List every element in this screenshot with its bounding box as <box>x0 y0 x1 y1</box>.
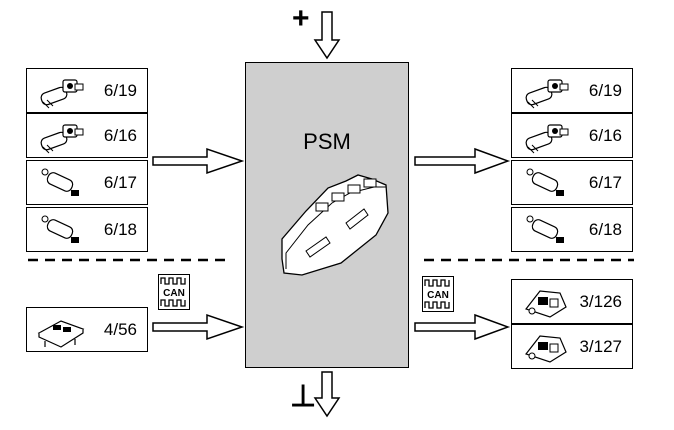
component-label: 6/16 <box>103 125 137 145</box>
right-can-component-box: 3/126 <box>511 279 633 324</box>
psm-module-icon <box>281 174 389 276</box>
can-bus-icon: CAN <box>422 276 454 312</box>
right-component-box: 6/17 <box>511 160 633 205</box>
motor-with-gearbox-icon <box>520 72 572 112</box>
left-can-arrow <box>152 313 245 341</box>
right-component-box: 6/19 <box>511 68 633 113</box>
power-symbol: + <box>292 2 310 35</box>
left-component-box: 6/16 <box>26 113 148 158</box>
small-motor-icon <box>520 211 572 251</box>
component-label: 6/16 <box>588 125 622 145</box>
right-component-box: 6/16 <box>511 113 633 158</box>
small-motor-icon <box>35 164 87 204</box>
right-component-box: 6/18 <box>511 207 633 252</box>
motor-with-gearbox-icon <box>35 117 87 157</box>
component-label: 6/17 <box>103 172 137 192</box>
ground-arrow <box>313 371 341 418</box>
control-unit-icon <box>35 311 87 351</box>
seat-switch-icon <box>520 283 572 323</box>
seat-switch-icon <box>520 328 572 368</box>
component-label: 6/17 <box>588 172 622 192</box>
left-input-arrow <box>152 147 245 175</box>
can-label: CAN <box>427 290 449 301</box>
left-can-component-box: 4/56 <box>26 307 148 352</box>
left-component-box: 6/18 <box>26 207 148 252</box>
component-label: 6/18 <box>103 219 137 239</box>
left-component-box: 6/19 <box>26 68 148 113</box>
right-output-arrow <box>414 147 511 175</box>
ground-symbol: ⊥ <box>290 380 317 413</box>
component-label: 4/56 <box>103 319 137 339</box>
motor-with-gearbox-icon <box>520 117 572 157</box>
psm-module: PSM <box>245 62 409 368</box>
component-label: 6/19 <box>588 80 622 100</box>
can-label: CAN <box>163 288 185 299</box>
left-component-box: 6/17 <box>26 160 148 205</box>
component-label: 6/19 <box>103 80 137 100</box>
component-label: 6/18 <box>588 219 622 239</box>
psm-title: PSM <box>303 129 351 154</box>
motor-with-gearbox-icon <box>35 72 87 112</box>
component-label: 3/127 <box>579 336 622 356</box>
small-motor-icon <box>35 211 87 251</box>
can-bus-icon: CAN <box>158 274 190 310</box>
power-arrow <box>313 11 341 60</box>
right-can-arrow <box>414 313 511 341</box>
right-can-component-box: 3/127 <box>511 324 633 369</box>
small-motor-icon <box>520 164 572 204</box>
component-label: 3/126 <box>579 291 622 311</box>
